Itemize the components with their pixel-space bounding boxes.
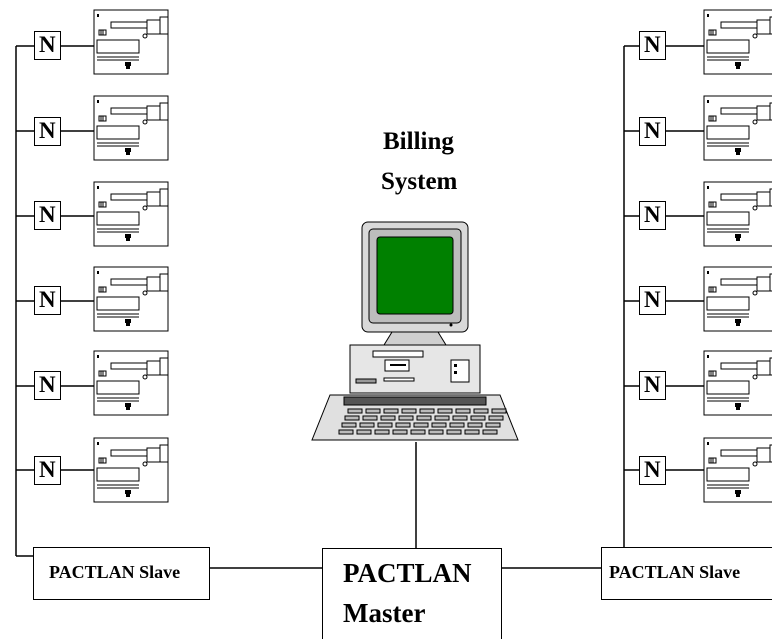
right-node-2: N — [639, 117, 666, 146]
right-pactlan-slave-box: PACTLAN Slave — [601, 547, 772, 600]
node-label: N — [644, 32, 661, 57]
node-label: N — [644, 202, 661, 227]
left-node-1: N — [34, 31, 61, 60]
right-meter-device-icon-4 — [703, 266, 772, 332]
left-meter-device-icon-1 — [93, 9, 169, 75]
node-label: N — [39, 202, 56, 227]
left-node-3: N — [34, 201, 61, 230]
left-node-5: N — [34, 371, 61, 400]
billing-system-title-line2: System — [381, 168, 458, 195]
node-label: N — [39, 118, 56, 143]
right-meter-device-icon-1 — [703, 9, 772, 75]
right-pactlan-slave-label: PACTLAN Slave — [609, 562, 741, 582]
right-meter-device-icon-2 — [703, 95, 772, 161]
left-meter-device-icon-3 — [93, 181, 169, 247]
node-label: N — [39, 372, 56, 397]
left-meter-device-icon-2 — [93, 95, 169, 161]
right-node-6: N — [639, 456, 666, 485]
right-node-5: N — [639, 371, 666, 400]
left-pactlan-slave-label: PACTLAN Slave — [49, 562, 181, 582]
left-node-4: N — [34, 286, 61, 315]
node-label: N — [39, 32, 56, 57]
right-meter-device-icon-3 — [703, 181, 772, 247]
node-label: N — [39, 287, 56, 312]
right-node-3: N — [639, 201, 666, 230]
billing-system-title-line1: Billing — [383, 128, 454, 155]
node-label: N — [644, 287, 661, 312]
left-node-2: N — [34, 117, 61, 146]
pactlan-master-label-line2: Master — [343, 598, 426, 628]
node-label: N — [644, 118, 661, 143]
node-label: N — [644, 457, 661, 482]
left-node-6: N — [34, 456, 61, 485]
right-meter-device-icon-6 — [703, 437, 772, 503]
desktop-computer-icon — [311, 221, 519, 441]
pactlan-master-label-line1: PACTLAN — [343, 558, 472, 588]
node-label: N — [39, 457, 56, 482]
monitor-screen — [376, 236, 454, 315]
left-meter-device-icon-5 — [93, 350, 169, 416]
left-meter-device-icon-4 — [93, 266, 169, 332]
left-meter-device-icon-6 — [93, 437, 169, 503]
node-label: N — [644, 372, 661, 397]
right-node-1: N — [639, 31, 666, 60]
pactlan-master-box: PACTLAN Master — [322, 548, 502, 639]
right-node-4: N — [639, 286, 666, 315]
right-meter-device-icon-5 — [703, 350, 772, 416]
left-pactlan-slave-box: PACTLAN Slave — [33, 547, 210, 600]
